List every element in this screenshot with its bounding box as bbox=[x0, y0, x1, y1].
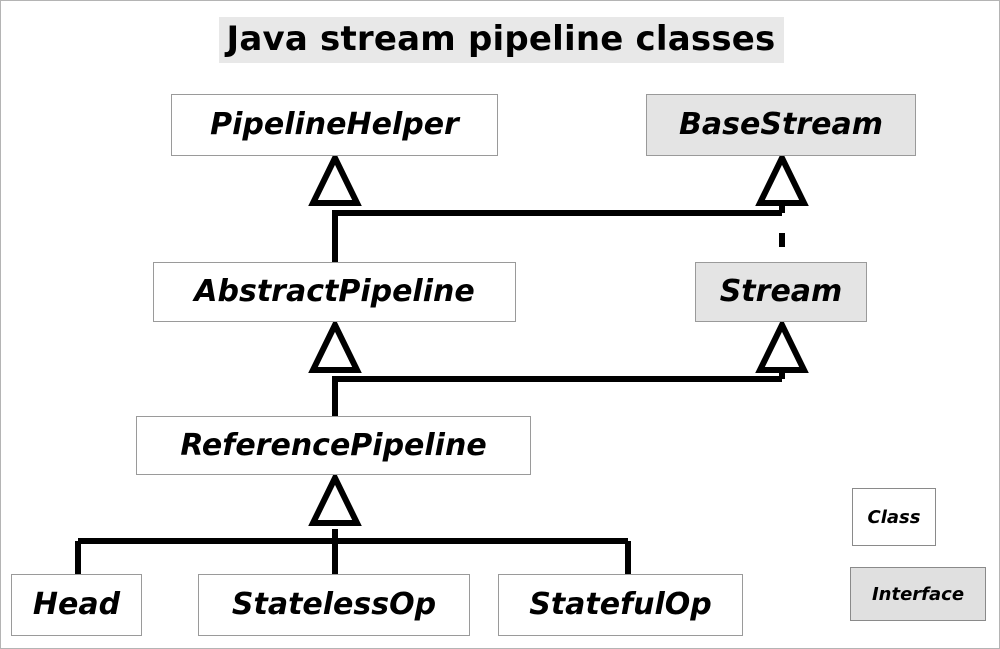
edge-abstractpipeline-to-basestream bbox=[755, 151, 809, 213]
node-base-stream[interactable]: BaseStream bbox=[646, 94, 916, 156]
node-label: BaseStream bbox=[679, 107, 883, 142]
node-stream[interactable]: Stream bbox=[695, 262, 867, 322]
node-head[interactable]: Head bbox=[11, 574, 142, 636]
page-title-text: Java stream pipeline classes bbox=[218, 17, 784, 63]
node-pipeline-helper[interactable]: PipelineHelper bbox=[171, 94, 498, 156]
node-label: Head bbox=[32, 587, 121, 622]
legend-interface-swatch: Interface bbox=[850, 567, 986, 621]
node-stateless-op[interactable]: StatelessOp bbox=[198, 574, 470, 636]
node-label: PipelineHelper bbox=[210, 107, 459, 142]
node-stateful-op[interactable]: StatefulOp bbox=[498, 574, 743, 636]
node-abstract-pipeline[interactable]: AbstractPipeline bbox=[153, 262, 516, 322]
node-reference-pipeline[interactable]: ReferencePipeline bbox=[136, 416, 531, 475]
page-title: Java stream pipeline classes bbox=[1, 17, 999, 63]
legend-class-swatch: Class bbox=[852, 488, 936, 546]
legend-class-label: Class bbox=[867, 506, 921, 528]
edge-referencepipeline-to-stream bbox=[755, 318, 809, 379]
node-label: StatefulOp bbox=[529, 587, 712, 622]
edge-subclasses-to-referencepipeline bbox=[75, 471, 631, 574]
node-label: AbstractPipeline bbox=[194, 274, 475, 309]
node-label: Stream bbox=[719, 274, 843, 309]
edge-abstractpipeline-to-pipelinehelper bbox=[308, 151, 782, 262]
node-label: ReferencePipeline bbox=[180, 427, 487, 463]
legend-interface-label: Interface bbox=[871, 583, 965, 605]
edge-referencepipeline-to-abstractpipeline bbox=[308, 318, 782, 416]
node-label: StatelessOp bbox=[231, 587, 437, 622]
